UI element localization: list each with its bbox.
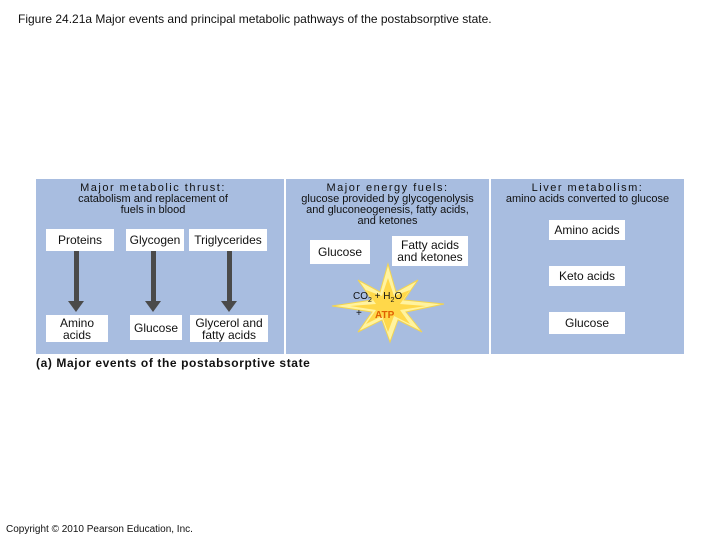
fatty-ketones-label-2: and ketones — [397, 250, 463, 264]
copyright-notice: Copyright © 2010 Pearson Education, Inc. — [6, 524, 193, 535]
liver-glucose-box: Glucose — [549, 312, 625, 334]
triglycerides-label: Triglycerides — [194, 233, 262, 247]
starburst-core — [350, 278, 426, 332]
arrow-triglycerides-head — [221, 301, 237, 312]
glycerol-label-2: fatty acids — [201, 327, 257, 342]
atp-label: ATP — [375, 310, 395, 321]
glucose-left-box: Glucose — [130, 315, 182, 340]
co2-subscript: 2 — [368, 297, 372, 304]
thrust-title: Major metabolic thrust: — [80, 182, 226, 194]
panel-divider-right — [489, 179, 491, 354]
glycerol-label-1: Glycerol and — [195, 315, 263, 330]
figure-title: Figure 24.21a Major events and principal… — [18, 12, 492, 26]
h2o-o-text: O — [394, 291, 403, 302]
h2o-text: + H — [371, 291, 391, 302]
amino-acids-label-1: Amino — [59, 315, 94, 330]
liver-amino-acids-label: Amino acids — [554, 223, 620, 237]
glycogen-box: Glycogen — [126, 229, 184, 251]
arrow-proteins-stem — [74, 251, 79, 301]
thrust-body-1: catabolism and replacement of — [78, 193, 228, 205]
co2-text: CO — [353, 291, 368, 302]
fuels-body-3: and ketones — [357, 215, 418, 227]
fuels-heading: Major energy fuels: glucose provided by … — [286, 183, 489, 227]
glucose-mid-box: Glucose — [310, 240, 370, 264]
liver-title: Liver metabolism: — [531, 182, 644, 194]
fatty-ketones-box: Fatty acids and ketones — [392, 236, 468, 266]
diagram-caption: (a) Major events of the postabsorptive s… — [36, 356, 311, 370]
arrow-proteins-head — [68, 301, 84, 312]
glucose-mid-label: Glucose — [317, 245, 363, 259]
arrow-triglycerides-stem — [227, 251, 232, 301]
h2o-subscript: 2 — [390, 297, 395, 304]
fuels-body-1: glucose provided by glycogenolysis — [301, 193, 474, 205]
plus-sign: + — [356, 308, 362, 319]
panel-divider-left — [284, 179, 286, 354]
arrow-glycogen-stem — [151, 251, 156, 301]
triglycerides-box: Triglycerides — [189, 229, 267, 251]
thrust-body-2: fuels in blood — [120, 204, 186, 216]
glycogen-label: Glycogen — [129, 233, 181, 247]
liver-glucose-label: Glucose — [564, 316, 610, 330]
liver-amino-acids-box: Amino acids — [549, 220, 625, 240]
thrust-heading: Major metabolic thrust: catabolism and r… — [48, 183, 258, 216]
keto-acids-box: Keto acids — [549, 266, 625, 286]
amino-acids-label-2: acids — [62, 327, 91, 342]
proteins-label: Proteins — [57, 233, 103, 247]
fatty-ketones-label-1: Fatty acids — [400, 238, 460, 252]
fuels-title: Major energy fuels: — [326, 182, 449, 194]
keto-acids-label: Keto acids — [558, 269, 616, 283]
liver-body-1: amino acids converted to glucose — [505, 193, 670, 205]
fuels-body-2: and gluconeogenesis, fatty acids, — [306, 204, 469, 216]
liver-heading: Liver metabolism: amino acids converted … — [491, 183, 684, 205]
glycerol-fatty-acids-box: Glycerol and fatty acids — [190, 315, 268, 342]
amino-acids-box: Amino acids — [46, 315, 108, 342]
proteins-box: Proteins — [46, 229, 114, 251]
atp-starburst — [331, 262, 445, 344]
arrow-glycogen-head — [145, 301, 161, 312]
co2-h2o-label: CO2 + H2O — [353, 291, 402, 304]
glucose-left-label: Glucose — [133, 320, 179, 335]
